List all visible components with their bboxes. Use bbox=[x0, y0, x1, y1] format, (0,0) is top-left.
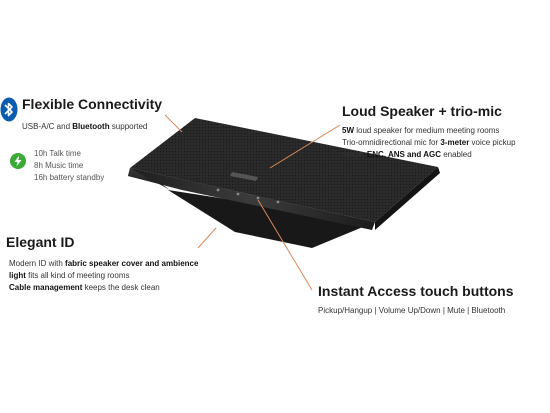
loud-speaker-title: Loud Speaker + trio-mic bbox=[342, 103, 502, 119]
connectivity-title: Flexible Connectivity bbox=[22, 96, 163, 112]
bluetooth-icon bbox=[0, 97, 18, 122]
callout-line-elegant bbox=[197, 227, 217, 249]
speaker-logo-plate bbox=[230, 172, 258, 181]
touch-buttons-description: Pickup/Hangup | Volume Up/Down | Mute | … bbox=[318, 306, 506, 315]
elegant-id-title: Elegant ID bbox=[6, 234, 75, 250]
battery-charge-icon bbox=[10, 153, 26, 169]
music-time: 8h Music time bbox=[34, 161, 84, 170]
loud-speaker-description: 5W loud speaker for medium meeting rooms… bbox=[342, 126, 516, 159]
speaker-top-cover bbox=[130, 118, 438, 222]
touch-button-icon bbox=[216, 188, 220, 192]
talk-time: 10h Talk time bbox=[34, 149, 81, 158]
touch-button-icon bbox=[256, 196, 260, 200]
speaker-base bbox=[168, 190, 375, 248]
standby-time: 16h battery standby bbox=[34, 173, 105, 182]
callout-line-loud-speaker bbox=[269, 124, 341, 169]
speaker-front-panel bbox=[128, 168, 375, 230]
elegant-id-description: Modern ID with fabric speaker cover and … bbox=[9, 259, 199, 292]
speaker-right-side bbox=[375, 167, 440, 230]
touch-button-icon bbox=[236, 192, 240, 196]
callout-line-touch bbox=[257, 199, 313, 291]
connectivity-description: USB-A/C and Bluetooth supported bbox=[22, 122, 148, 131]
touch-button-icon bbox=[276, 200, 280, 204]
touch-buttons-title: Instant Access touch buttons bbox=[318, 283, 514, 299]
battery-specs: 10h Talk time 8h Music time 16h battery … bbox=[34, 148, 104, 184]
callout-line-connectivity bbox=[164, 114, 183, 133]
